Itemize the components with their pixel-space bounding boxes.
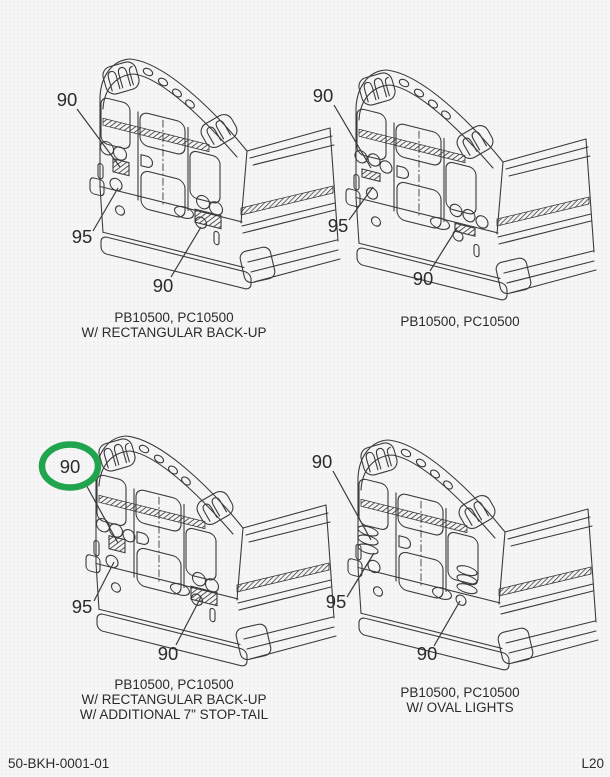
- leader-line: [175, 596, 202, 646]
- leader-line: [333, 104, 372, 169]
- panel-caption-line: W/ OVAL LIGHTS: [406, 700, 513, 715]
- panel-caption-line: PB10500, PC10500: [114, 677, 233, 692]
- panel-top-right: 90 95 90 PB10500, PC10500: [313, 69, 597, 329]
- callout-90: 90: [312, 451, 333, 472]
- leader-line: [170, 226, 202, 278]
- bus-rear-drawing: [89, 58, 341, 291]
- footer-document-number: 50-BKH-0001-01: [8, 756, 109, 771]
- panel-caption-line: PB10500, PC10500: [400, 685, 519, 700]
- panel-caption-line: W/ RECTANGULAR BACK-UP: [81, 325, 266, 340]
- panel-caption-line: W/ RECTANGULAR BACK-UP: [81, 692, 266, 707]
- callout-90: 90: [57, 89, 78, 110]
- leader-line: [429, 227, 458, 272]
- bus-rear-drawing: [347, 439, 599, 672]
- callout-90: 90: [153, 275, 174, 296]
- leader-line: [346, 552, 375, 598]
- panel-caption-line: PB10500, PC10500: [400, 314, 519, 329]
- bus-rear-drawing: [85, 435, 337, 668]
- bus-rear-drawing: [345, 69, 597, 302]
- callout-90: 90: [417, 643, 438, 664]
- callout-95: 95: [72, 596, 93, 617]
- panel-caption-line: W/ ADDITIONAL 7" STOP-TAIL: [80, 707, 269, 722]
- leader-line: [433, 600, 461, 647]
- callout-95: 95: [72, 226, 93, 247]
- panel-bottom-left: 90 95 90 PB10500, PC10500 W/ RECTANGULAR…: [38, 435, 337, 722]
- leader-line: [93, 561, 115, 602]
- leader-line: [83, 480, 119, 544]
- leader-line: [332, 470, 372, 541]
- callout-95: 95: [328, 215, 349, 236]
- green-highlight-ellipse: [38, 441, 102, 491]
- leader-line: [76, 108, 121, 168]
- callout-90: 90: [313, 85, 334, 106]
- panel-bottom-right: 90 95 90 PB10500, PC10500 W/ OVAL LIGHTS: [312, 439, 599, 715]
- footer-page-code: L20: [581, 756, 604, 771]
- callout-90: 90: [413, 268, 434, 289]
- callout-95: 95: [326, 591, 347, 612]
- leader-line: [348, 186, 374, 221]
- callout-90: 90: [158, 643, 179, 664]
- callout-90-highlighted: 90: [60, 456, 81, 477]
- leader-line: [92, 187, 119, 232]
- panel-top-left: 90 95 90 PB10500, PC10500 W/ RECTANGULAR…: [57, 58, 341, 340]
- panel-caption-line: PB10500, PC10500: [114, 310, 233, 325]
